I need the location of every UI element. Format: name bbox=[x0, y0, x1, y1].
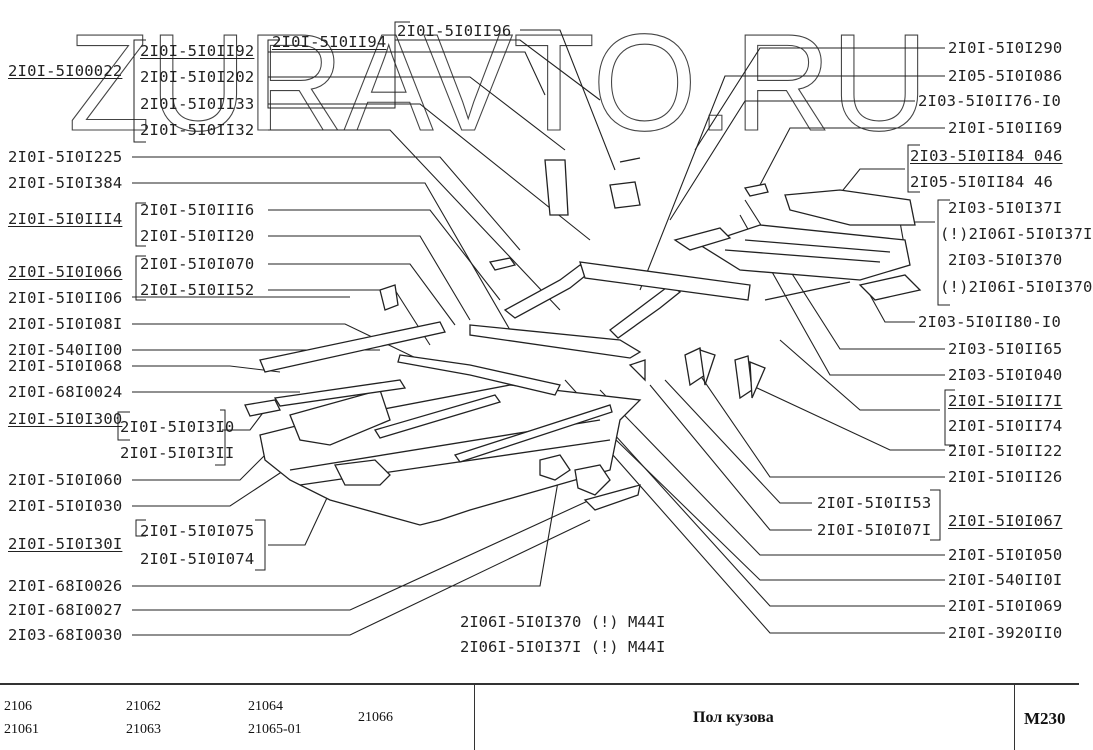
part-label-2101-5101192[interactable]: 2I0I-5I0II92 bbox=[140, 42, 255, 60]
part-label-2101-5101070[interactable]: 2I0I-5I0I070 bbox=[140, 255, 255, 273]
part-label-2101-5101074[interactable]: 2I0I-5I0I074 bbox=[140, 550, 255, 568]
part-label-2101-5101194[interactable]: 2I0I-5I0II94 bbox=[272, 33, 387, 51]
part-label-2101-3920110[interactable]: 2I0I-3920II0 bbox=[948, 624, 1063, 642]
part-label-2101-5101066[interactable]: 2I0I-5I0I066 bbox=[8, 263, 123, 281]
parts-diagram: ZURAVTO.RU bbox=[67, 5, 955, 636]
part-label-2101-5401100[interactable]: 2I0I-540II00 bbox=[8, 341, 123, 359]
part-label-2103-5101370[interactable]: 2I03-5I0I370 bbox=[948, 251, 1063, 269]
label-brackets bbox=[117, 21, 955, 571]
part-label-2101-5101133[interactable]: 2I0I-5I0II33 bbox=[140, 95, 255, 113]
part-label-2101-5101169[interactable]: 2I0I-5I0II69 bbox=[948, 119, 1063, 137]
part-label-2101-5101060[interactable]: 2I0I-5I0I060 bbox=[8, 471, 123, 489]
part-label-2105-5101184-46[interactable]: 2I05-5I0II84 46 bbox=[910, 173, 1053, 191]
part-label-2101-5101116[interactable]: 2I0I-5I0III6 bbox=[140, 201, 255, 219]
part-label-2103-5101165[interactable]: 2I03-5I0II65 bbox=[948, 340, 1063, 358]
part-label-21061-5101370[interactable]: (!)2I06I-5I0I370 bbox=[940, 278, 1093, 296]
title-block: 2106 21061 21062 21063 21064 21065-01 21… bbox=[0, 683, 1079, 750]
part-label-21061-5101371[interactable]: (!)2I06I-5I0I37I bbox=[940, 225, 1093, 243]
note-line-1: 2I06I-5I0I370 (!) M44I bbox=[460, 613, 666, 631]
part-label-2101-5101384[interactable]: 2I0I-5I0I384 bbox=[8, 174, 123, 192]
part-label-2105-5101086[interactable]: 2I05-5I0I086 bbox=[948, 67, 1063, 85]
model-21063: 21063 bbox=[126, 722, 161, 737]
watermark: ZURAVTO.RU bbox=[68, 6, 928, 160]
part-label-2101-6810026[interactable]: 2I0I-68I0026 bbox=[8, 577, 123, 595]
part-label-2101-5101310[interactable]: 2I0I-5I0I3I0 bbox=[120, 418, 235, 436]
part-label-2103-5101371[interactable]: 2I03-5I0I37I bbox=[948, 199, 1063, 217]
part-label-2101-5101114[interactable]: 2I0I-5I0III4 bbox=[8, 210, 123, 228]
part-label-2101-5100022[interactable]: 2I0I-5I00022 bbox=[8, 62, 123, 80]
part-label-2101-5101202[interactable]: 2I0I-5I0I202 bbox=[140, 68, 255, 86]
section-title: Пол кузова bbox=[693, 709, 774, 726]
model-2106: 2106 bbox=[4, 699, 32, 714]
part-label-2101-6810027[interactable]: 2I0I-68I0027 bbox=[8, 601, 123, 619]
footer-divider bbox=[1014, 685, 1015, 750]
part-label-2101-5101122[interactable]: 2I0I-5I0II22 bbox=[948, 442, 1063, 460]
part-label-2101-5101132[interactable]: 2I0I-5I0II32 bbox=[140, 121, 255, 139]
page-code: M230 bbox=[1024, 709, 1066, 728]
part-label-2101-5101067[interactable]: 2I0I-5I0I067 bbox=[948, 512, 1063, 530]
part-label-2101-5101290[interactable]: 2I0I-5I0I290 bbox=[948, 39, 1063, 57]
model-21062: 21062 bbox=[126, 699, 161, 714]
part-label-2101-5101171[interactable]: 2I0I-5I0II7I bbox=[948, 392, 1063, 410]
part-label-2101-5101174[interactable]: 2I0I-5I0II74 bbox=[948, 417, 1063, 435]
part-label-2101-5101030[interactable]: 2I0I-5I0I030 bbox=[8, 497, 123, 515]
part-label-2101-5401101[interactable]: 2I0I-540II0I bbox=[948, 571, 1063, 589]
part-label-2103-5101184-046[interactable]: 2I03-5I0II84 046 bbox=[910, 147, 1063, 165]
model-21065-01: 21065-01 bbox=[248, 722, 302, 737]
note-line-2: 2I06I-5I0I37I (!) M44I bbox=[460, 638, 666, 656]
part-label-2103-5101180-10[interactable]: 2I03-5I0II80-I0 bbox=[918, 313, 1061, 331]
part-label-2101-5101081[interactable]: 2I0I-5I0I08I bbox=[8, 315, 123, 333]
part-label-2101-5101152[interactable]: 2I0I-5I0II52 bbox=[140, 281, 255, 299]
part-label-2101-5101301[interactable]: 2I0I-5I0I30I bbox=[8, 535, 123, 553]
model-21061: 21061 bbox=[4, 722, 39, 737]
part-label-2101-5101106[interactable]: 2I0I-5I0II06 bbox=[8, 289, 123, 307]
part-label-2101-5101311[interactable]: 2I0I-5I0I3II bbox=[120, 444, 235, 462]
part-label-2101-5101300[interactable]: 2I0I-5I0I300 bbox=[8, 410, 123, 428]
part-label-2103-6810030[interactable]: 2I03-68I0030 bbox=[8, 626, 123, 644]
part-label-2101-5101075[interactable]: 2I0I-5I0I075 bbox=[140, 522, 255, 540]
part-label-2101-5101196[interactable]: 2I0I-5I0II96 bbox=[397, 22, 512, 40]
floor-pan-drawing bbox=[244, 157, 922, 526]
part-label-2101-5101050[interactable]: 2I0I-5I0I050 bbox=[948, 546, 1063, 564]
model-21064: 21064 bbox=[248, 699, 283, 714]
part-label-2101-6810024[interactable]: 2I0I-68I0024 bbox=[8, 383, 123, 401]
part-label-2101-5101068[interactable]: 2I0I-5I0I068 bbox=[8, 357, 123, 375]
part-label-2101-5101120[interactable]: 2I0I-5I0II20 bbox=[140, 227, 255, 245]
part-label-2101-5101153[interactable]: 2I0I-5I0II53 bbox=[817, 494, 932, 512]
footer-divider bbox=[474, 685, 475, 750]
part-label-2103-5101176-10[interactable]: 2I03-5I0II76-I0 bbox=[918, 92, 1061, 110]
part-label-2101-5101225[interactable]: 2I0I-5I0I225 bbox=[8, 148, 123, 166]
part-label-2101-5101071[interactable]: 2I0I-5I0I07I bbox=[817, 521, 932, 539]
model-21066: 21066 bbox=[358, 710, 393, 725]
part-label-2103-5101040[interactable]: 2I03-5I0I040 bbox=[948, 366, 1063, 384]
part-label-2101-5101126[interactable]: 2I0I-5I0II26 bbox=[948, 468, 1063, 486]
part-label-2101-5101069[interactable]: 2I0I-5I0I069 bbox=[948, 597, 1063, 615]
